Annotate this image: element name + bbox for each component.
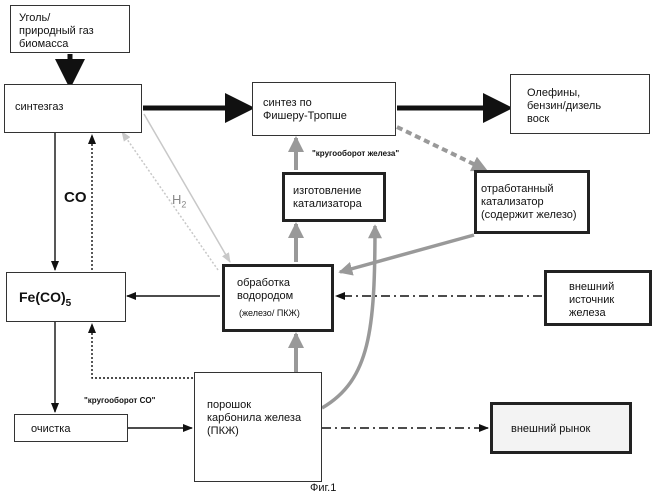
syngas-box: синтезгаз (4, 84, 142, 133)
hydrogen-treatment-box: обработка водородом (железо/ ПКЖ) (222, 264, 334, 332)
iron-carbonyl-box: Fe(CO)5 (6, 272, 126, 322)
external-market-label: внешний рынок (511, 423, 590, 436)
external-iron-label: внешний источник железа (569, 281, 614, 320)
purification-box: очистка (14, 414, 128, 442)
arrow-h2-syngas-to-treatment (144, 114, 230, 262)
syngas-label: синтезгаз (15, 101, 63, 114)
fischer-tropsch-box: синтез по Фишеру-Тропше (252, 82, 396, 136)
external-iron-box: внешний источник железа (544, 270, 652, 326)
iron-carbonyl-formula: Fe(CO) (19, 289, 66, 305)
feedstock-box: Уголь/ природный газ биомасса (10, 5, 130, 53)
arrow-ft-to-spent (397, 127, 486, 170)
products-box: Олефины, бензин/дизель воск (510, 74, 650, 134)
figure-caption: Фиг.1 (310, 482, 336, 494)
carbonyl-powder-label: порошок карбонила железа (ПКЖ) (207, 399, 301, 438)
carbonyl-powder-box: порошок карбонила железа (ПКЖ) (194, 372, 322, 482)
iron-carbonyl-label: Fe(CO)5 (19, 289, 71, 312)
fischer-tropsch-label: синтез по Фишеру-Тропше (263, 97, 347, 123)
iron-carbonyl-subscript: 5 (66, 298, 72, 309)
feedstock-label: Уголь/ природный газ биомасса (19, 12, 94, 51)
iron-cycle-label: "кругооборот железа" (312, 149, 399, 158)
co-label: CO (64, 189, 87, 206)
h2-subscript: 2 (181, 200, 186, 210)
catalyst-manufacture-box: изготовление катализатора (282, 172, 386, 222)
arrow-h2-return (122, 132, 218, 270)
hydrogen-treatment-sublabel: (железо/ ПКЖ) (239, 307, 300, 320)
spent-catalyst-label: отработанный катализатор (содержит желез… (481, 183, 577, 222)
catalyst-manufacture-label: изготовление катализатора (293, 185, 362, 211)
spent-catalyst-box: отработанный катализатор (содержит желез… (474, 170, 590, 234)
h2-symbol: H (172, 192, 181, 207)
h2-label: H2 (172, 192, 186, 210)
co-cycle-label: "кругооборот CO" (84, 396, 155, 405)
hydrogen-treatment-label: обработка водородом (237, 277, 293, 303)
external-market-box: внешний рынок (490, 402, 632, 454)
purification-label: очистка (31, 423, 70, 436)
arrow-spent-to-treatment (340, 235, 474, 272)
products-label: Олефины, бензин/дизель воск (527, 87, 601, 126)
arrow-co-cycle (92, 324, 193, 378)
